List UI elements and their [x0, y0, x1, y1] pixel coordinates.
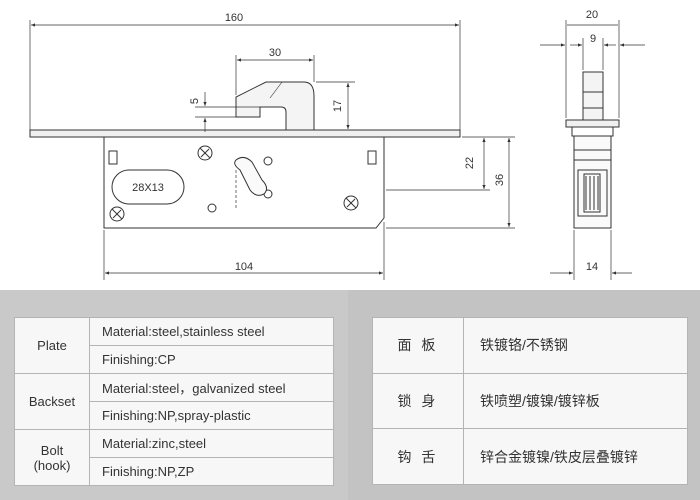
table-row: Finishing:CP: [15, 345, 334, 374]
category-zh-body: 锁 身: [372, 372, 464, 430]
spec-value: Material:steel,stainless steel: [89, 317, 334, 346]
side-bolt: [582, 71, 604, 121]
table-row: Plate Material:steel,stainless steel: [14, 317, 334, 374]
spec-value: Finishing:NP,spray-plastic: [89, 401, 334, 430]
slot-label: 28X13: [132, 182, 164, 194]
category-zh-plate: 面 板: [372, 317, 464, 374]
slot-28x13: [111, 169, 185, 205]
front-view: [29, 81, 461, 229]
spec-value-zh: 铁喷塑/镀镍/镀锌板: [463, 372, 688, 430]
dim-22-label: 22: [464, 157, 476, 169]
table-row: 钩 舌 锌合金镀镍/铁皮层叠镀锌: [372, 428, 688, 485]
lock-technical-drawing: 160 30 5 17 22 36 104 20 9 14 28X13: [29, 9, 645, 280]
lock-case: [103, 136, 385, 229]
side-case: [573, 135, 612, 229]
face-plate: [29, 129, 461, 138]
dim-36-label: 36: [494, 174, 506, 186]
screw: [343, 195, 359, 211]
spec-panel-chinese: 面 板 铁镀铬/不锈钢 锁 身 铁喷塑/镀镍/镀锌板 钩 舌 锌合金镀镍/铁皮层…: [348, 290, 700, 500]
dim-30-label: 30: [269, 47, 281, 59]
front-dimensions: [29, 20, 515, 280]
dim-20-label: 20: [586, 9, 598, 21]
case-hole: [207, 203, 217, 213]
category-bolt: Bolt (hook): [14, 429, 90, 486]
case-hole: [263, 156, 273, 166]
category-plate: Plate: [14, 317, 90, 374]
dim-160-label: 160: [225, 12, 243, 24]
case-window: [367, 150, 377, 165]
category-bolt-line2: (hook): [33, 457, 71, 473]
hook-bolt: [235, 81, 315, 131]
spec-table-english: Plate Material:steel,stainless steel Fin…: [14, 317, 334, 486]
table-row: Finishing:NP,spray-plastic: [15, 401, 334, 430]
spec-value: Material:zinc,steel: [89, 429, 334, 458]
dim-17-label: 17: [332, 100, 344, 112]
table-row: Finishing:NP,ZP: [15, 457, 334, 486]
case-window: [108, 150, 118, 165]
table-row: Bolt (hook) Material:zinc,steel: [14, 429, 334, 486]
cam-lever: [234, 156, 268, 196]
side-view: [565, 71, 620, 229]
table-row: 锁 身 铁喷塑/镀镍/镀锌板: [372, 372, 688, 430]
side-face-plate: [565, 119, 620, 128]
spec-table-chinese: 面 板 铁镀铬/不锈钢 锁 身 铁喷塑/镀镍/镀锌板 钩 舌 锌合金镀镍/铁皮层…: [372, 317, 688, 485]
spec-value-zh: 锌合金镀镍/铁皮层叠镀锌: [463, 428, 688, 485]
dim-5-label: 5: [189, 98, 201, 104]
table-row: Backset Material:steel，galvanized steel: [14, 373, 334, 430]
spec-value-zh: 铁镀铬/不锈钢: [463, 317, 688, 374]
spec-value: Material:steel，galvanized steel: [89, 373, 334, 402]
dim-9-label: 9: [590, 33, 596, 45]
side-dimensions: [540, 20, 645, 280]
spec-value: Finishing:NP,ZP: [89, 457, 334, 486]
dim-14-label: 14: [586, 261, 598, 273]
screw: [109, 206, 125, 222]
screw: [197, 145, 213, 161]
dim-104-label: 104: [235, 261, 253, 273]
category-backset: Backset: [14, 373, 90, 430]
spec-value: Finishing:CP: [89, 345, 334, 374]
spec-panel-english: Plate Material:steel,stainless steel Fin…: [0, 290, 348, 500]
table-row: 面 板 铁镀铬/不锈钢: [372, 317, 688, 374]
category-bolt-line1: Bolt: [40, 442, 64, 458]
category-zh-hook: 钩 舌: [372, 428, 464, 485]
